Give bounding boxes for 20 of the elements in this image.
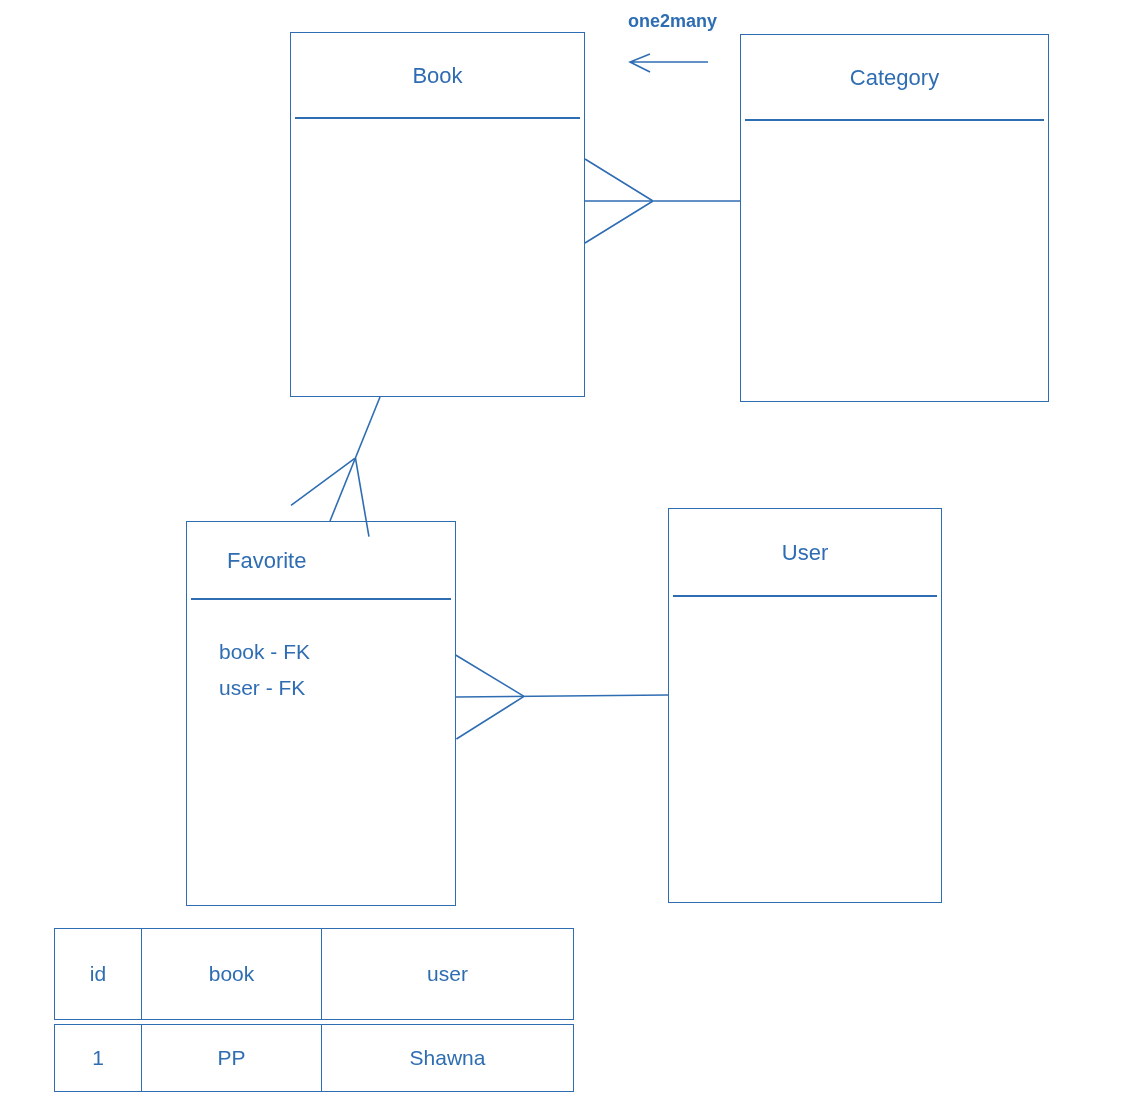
entity-title: User bbox=[673, 509, 937, 597]
relationship-line bbox=[454, 654, 669, 740]
column-header: user bbox=[427, 961, 468, 988]
column-header: book bbox=[208, 961, 255, 988]
relationship-note: one2many bbox=[628, 10, 718, 33]
relationship-line bbox=[290, 396, 381, 538]
entity-box bbox=[668, 508, 942, 903]
table-cell-text: 1 bbox=[92, 1045, 104, 1072]
column-header: id bbox=[89, 961, 107, 988]
entity-attribute: user - FK bbox=[219, 674, 307, 701]
entity-box bbox=[290, 32, 585, 397]
entity-title: Favorite bbox=[191, 522, 451, 600]
entity-attribute: book - FK bbox=[219, 639, 312, 665]
entity-title: Category bbox=[745, 35, 1044, 121]
relationship-line bbox=[584, 158, 741, 244]
entity-title: Book bbox=[295, 33, 580, 119]
table-cell-text: Shawna bbox=[409, 1045, 486, 1072]
table-cell-text: PP bbox=[217, 1045, 246, 1072]
entity-box bbox=[186, 521, 456, 906]
entity-box bbox=[740, 34, 1049, 402]
